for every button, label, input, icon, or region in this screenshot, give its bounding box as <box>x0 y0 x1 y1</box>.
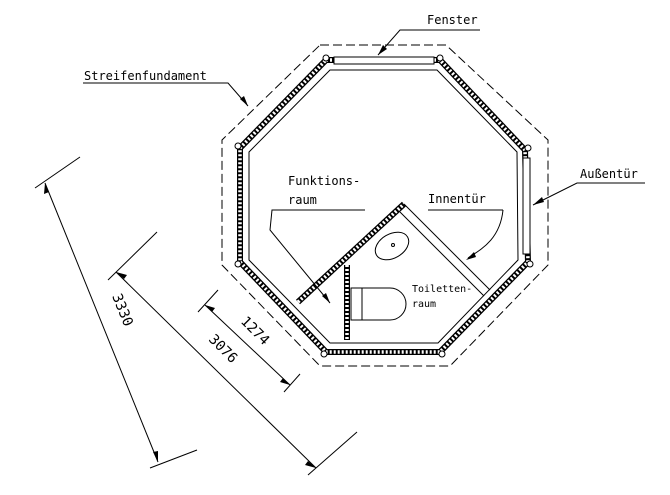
sink-drain <box>391 243 395 247</box>
window <box>333 56 435 65</box>
label-strip-foundation: Streifenfundament <box>84 69 207 83</box>
dimension-1274 <box>197 289 301 393</box>
exterior-door <box>522 157 531 255</box>
label-toilet-room-2: raum <box>412 299 436 310</box>
dimension-label-3330: 3330 <box>108 292 135 329</box>
leader-arrows <box>240 45 544 303</box>
label-function-room-1: Funktions- <box>288 174 360 188</box>
label-interior-door: Innentür <box>428 192 486 206</box>
dimension-arrows <box>44 183 316 468</box>
label-toilet-room-1: Toiletten- <box>412 284 472 295</box>
label-exterior-door: Außentür <box>580 167 638 181</box>
dimension-label-1274: 1274 <box>237 314 272 349</box>
sink <box>374 231 410 261</box>
toilet <box>350 287 407 321</box>
dimension-3330 <box>34 156 198 469</box>
label-function-room-2: raum <box>288 193 317 207</box>
strip-foundation-outline <box>221 44 549 367</box>
corner-posts <box>234 54 534 358</box>
interior-wall-line <box>248 69 519 344</box>
label-window: Fenster <box>427 13 478 27</box>
toilet-room-wall-inner <box>399 211 485 297</box>
dimension-label-3076: 3076 <box>205 332 240 367</box>
toilet-room-wall <box>403 203 491 291</box>
dimension-3076 <box>107 231 358 476</box>
